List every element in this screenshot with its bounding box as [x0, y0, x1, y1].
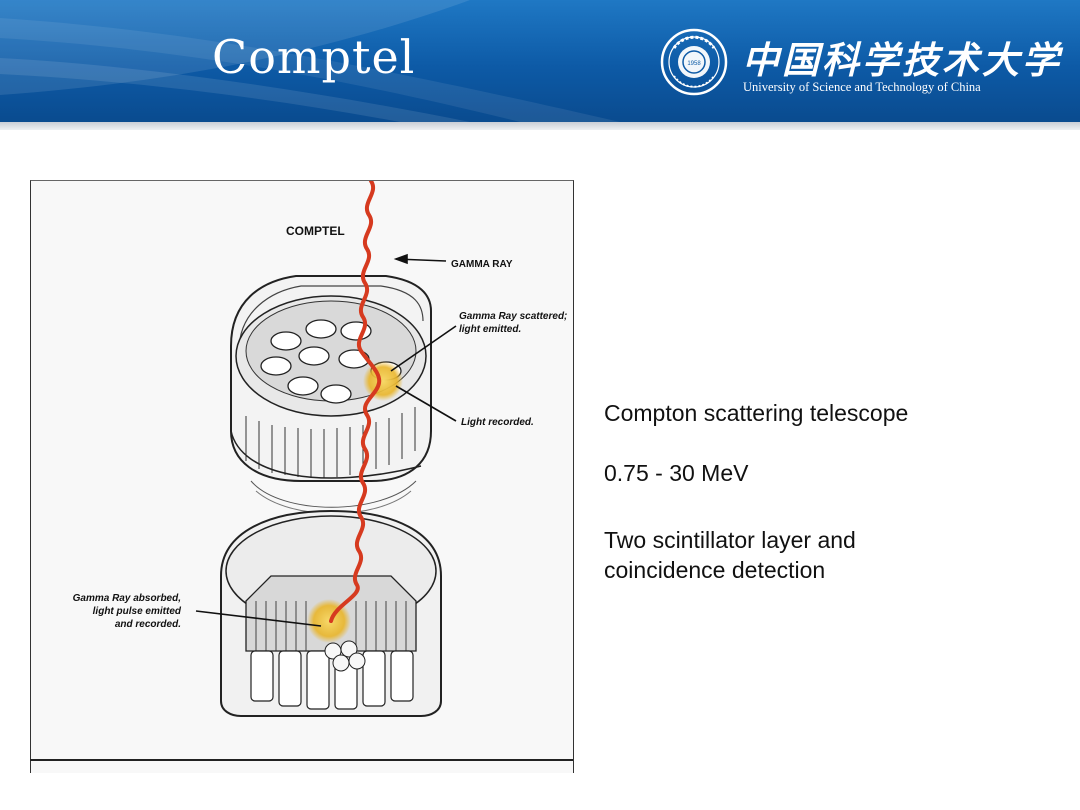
- description-line-3b: coincidence detection: [604, 557, 826, 583]
- comptel-diagram: COMPTEL GAMMA RAY Gamma Ray scattered; l…: [30, 180, 574, 773]
- scatter-callout-line2: light emitted.: [459, 324, 521, 335]
- banner-stripes: [0, 0, 620, 122]
- logo-year: 1958: [687, 61, 701, 67]
- slide-title: Comptel: [212, 30, 416, 84]
- comptel-illustration: COMPTEL GAMMA RAY Gamma Ray scattered; l…: [73, 181, 567, 717]
- energy-range-text: 0.75 - 30 MeV: [604, 460, 749, 486]
- light-recorded-callout: Light recorded.: [461, 417, 534, 428]
- absorbed-callout-line2: light pulse emitted: [93, 606, 182, 617]
- university-name-chinese: 中国科学技术大学: [742, 38, 1062, 82]
- absorbed-callout-line3: and recorded.: [115, 619, 181, 630]
- description-line-3a: Two scintillator layer and: [604, 527, 856, 553]
- university-name-english: University of Science and Technology of …: [743, 80, 981, 94]
- absorbed-callout-line1: Gamma Ray absorbed,: [73, 593, 181, 604]
- title-banner: Comptel 1958 中国科学技术大学 University of Scie…: [0, 0, 1080, 122]
- description-line-1: Compton scattering telescope: [604, 400, 909, 426]
- gamma-ray-path: [329, 181, 382, 623]
- gamma-ray-callout: GAMMA RAY: [451, 259, 513, 270]
- scatter-callout-line1: Gamma Ray scattered;: [459, 311, 567, 322]
- figure-bottom-border: [30, 759, 573, 761]
- university-seal-icon: 1958: [660, 28, 728, 96]
- comptel-label: COMPTEL: [286, 224, 345, 238]
- header-divider: [0, 122, 1080, 130]
